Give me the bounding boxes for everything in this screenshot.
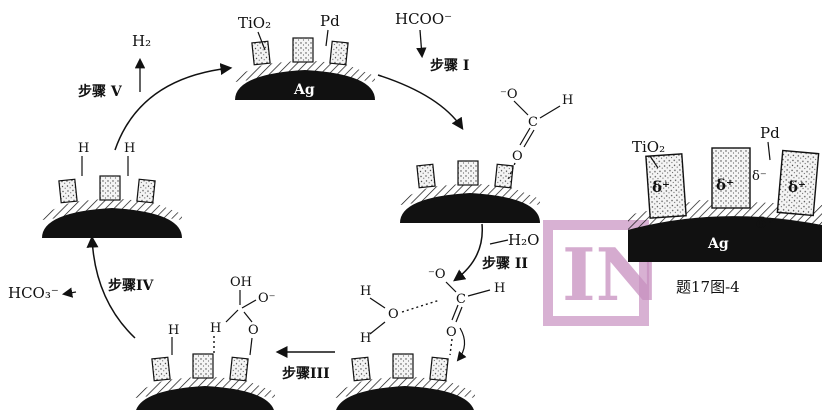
arrow-step-2 — [453, 223, 484, 282]
catalyst-right-adsorbed — [399, 160, 541, 224]
label-step-3: 步骤III — [282, 365, 330, 382]
arrow-step-5 — [114, 63, 233, 151]
atom-o-1: O — [512, 149, 523, 164]
label-pd-top: Pd — [320, 12, 340, 30]
label-h2: H₂ — [132, 32, 151, 50]
atom-c-1: C — [528, 115, 538, 130]
label-step-2: 步骤 II — [482, 255, 528, 272]
atom-h-l-2: H — [124, 141, 135, 156]
atom-o-minus-right: O⁻ — [258, 291, 276, 306]
fig-label-pd: Pd — [760, 124, 780, 142]
atom-h-water-1: H — [360, 284, 371, 299]
atom-o-minus-2: ⁻O — [428, 267, 446, 282]
arrow-step-4 — [86, 235, 136, 339]
fig-delta-plus-1: δ⁺ — [652, 178, 670, 196]
label-formate: HCOO⁻ — [395, 10, 452, 28]
label-step-4: 步骤IV — [108, 277, 155, 294]
figure-caption: 题17图-4 — [676, 278, 740, 296]
label-ag-top: Ag — [293, 82, 315, 98]
catalyst-left-h — [41, 175, 183, 239]
fig-delta-plus-2: δ⁺ — [716, 176, 734, 194]
catalyst-bottom-right — [334, 353, 476, 410]
arrow-step-1 — [377, 74, 464, 130]
atom-h-1: H — [562, 93, 573, 108]
fig-delta-plus-4: δ⁺ — [756, 214, 774, 232]
catalyst-bottom-left — [134, 353, 276, 410]
label-step-1: 步骤 I — [430, 57, 469, 74]
atom-h-water-2: H — [360, 331, 371, 346]
atom-h-bl-1: H — [168, 323, 179, 338]
atom-h-l-1: H — [78, 141, 89, 156]
figure-17-4: TiO₂ Pd δ⁺ δ⁺ δ⁻ δ⁺ δ⁺ Ag — [628, 124, 822, 262]
label-tio2-top: TiO₂ — [238, 14, 271, 32]
atom-h-bl-2: H — [210, 321, 221, 336]
atom-oh: OH — [230, 275, 252, 290]
fig-label-tio2: TiO₂ — [632, 138, 665, 156]
atom-c-2: C — [456, 292, 466, 307]
label-step-5: 步骤 V — [78, 83, 123, 100]
fig-label-ag: Ag — [707, 236, 729, 252]
atom-o-minus-1: ⁻O — [500, 87, 518, 102]
fig-delta-plus-3: δ⁺ — [788, 178, 806, 196]
label-hco3: HCO₃⁻ — [8, 284, 59, 302]
atom-o-bl: O — [248, 323, 259, 338]
atom-o-water: O — [388, 307, 399, 322]
label-h2o: H₂O — [508, 231, 539, 249]
fig-delta-minus: δ⁻ — [752, 169, 767, 184]
atom-h-2: H — [494, 281, 505, 296]
atom-o-2: O — [446, 325, 457, 340]
